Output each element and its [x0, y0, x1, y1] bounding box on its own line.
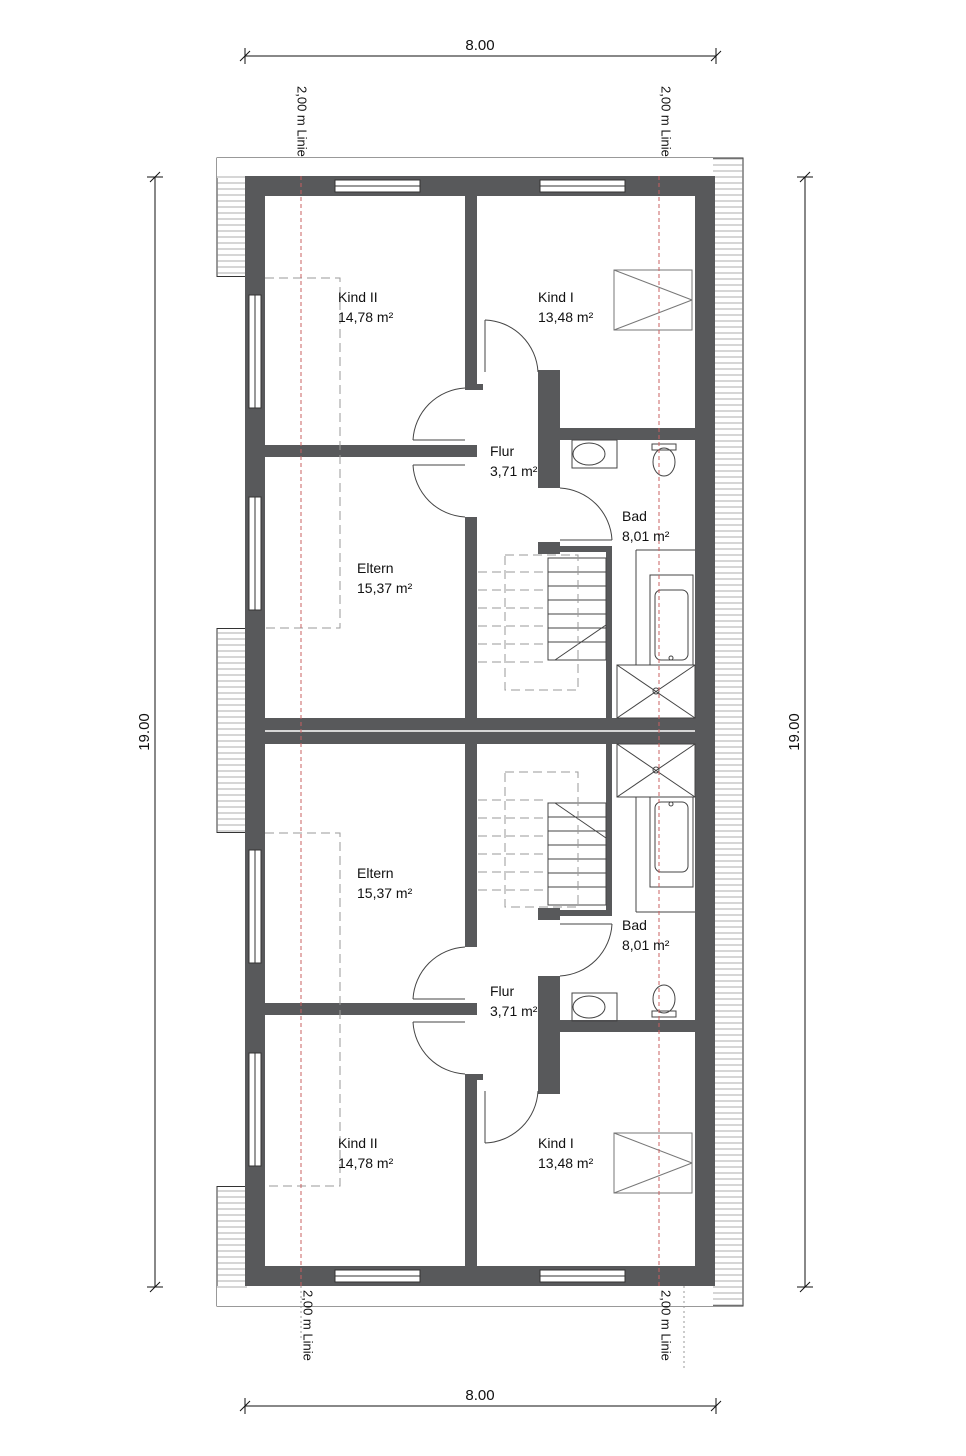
walls [245, 176, 715, 1286]
roof-overhang [216, 157, 744, 1307]
line-label-bottom-left: 2,00 m Linie [301, 1290, 316, 1361]
roof-windows [613, 269, 693, 1194]
room-name-kind2-upper: Kind II [338, 289, 378, 305]
room-area-kind1-lower: 13,48 m² [538, 1155, 594, 1171]
room-name-bad-lower: Bad [622, 917, 647, 933]
bathroom-fixtures-lower [571, 743, 696, 1022]
dimension-left: 19.00 [136, 171, 163, 1293]
room-area-bad-lower: 8,01 m² [622, 937, 670, 953]
stairs-upper [478, 554, 607, 691]
dimension-right-label: 19.00 [786, 713, 803, 751]
line-label-top-left: 2,00 m Linie [295, 86, 310, 157]
room-name-kind2-lower: Kind II [338, 1135, 378, 1151]
line-label-bottom-right: 2,00 m Linie [659, 1290, 674, 1361]
room-area-bad-upper: 8,01 m² [622, 528, 670, 544]
dimension-right: 19.00 [786, 171, 813, 1293]
room-name-flur-upper: Flur [490, 443, 514, 459]
room-area-flur-upper: 3,71 m² [490, 463, 538, 479]
room-area-flur-lower: 3,71 m² [490, 1003, 538, 1019]
dimension-top: 8.00 [239, 37, 722, 64]
doors [412, 319, 613, 1144]
dimension-top-label: 8.00 [465, 37, 494, 54]
room-area-kind1-upper: 13,48 m² [538, 309, 594, 325]
room-area-kind2-upper: 14,78 m² [338, 309, 394, 325]
dimension-left-label: 19.00 [136, 713, 153, 751]
room-name-kind1-lower: Kind I [538, 1135, 574, 1151]
room-area-eltern-lower: 15,37 m² [357, 885, 413, 901]
stairs-lower [478, 771, 607, 908]
dimension-bottom-label: 8.00 [465, 1387, 494, 1404]
room-name-flur-lower: Flur [490, 983, 514, 999]
height-line-markers [300, 176, 685, 1368]
dashed-zones [265, 277, 341, 1187]
dimension-bottom: 8.00 [239, 1387, 722, 1414]
room-name-kind1-upper: Kind I [538, 289, 574, 305]
room-area-kind2-lower: 14,78 m² [338, 1155, 394, 1171]
windows [248, 179, 626, 1283]
door-openings [465, 390, 560, 1074]
bathroom-fixtures-upper [571, 439, 696, 719]
room-name-eltern-upper: Eltern [357, 560, 394, 576]
room-name-bad-upper: Bad [622, 508, 647, 524]
room-area-eltern-upper: 15,37 m² [357, 580, 413, 596]
line-label-top-right: 2,00 m Linie [659, 86, 674, 157]
room-name-eltern-lower: Eltern [357, 865, 394, 881]
